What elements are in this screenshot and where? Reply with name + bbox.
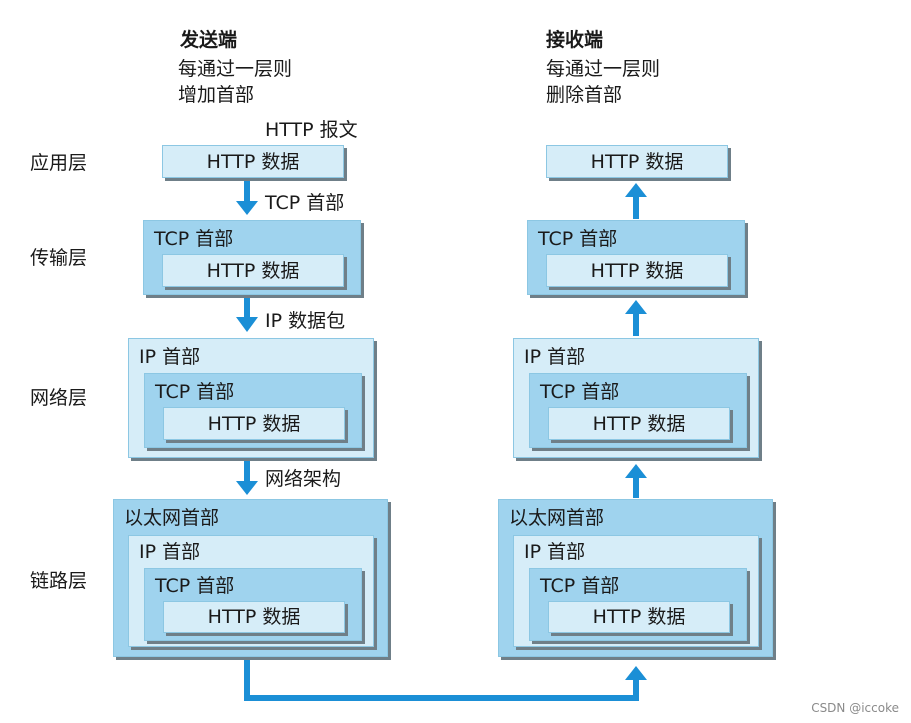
http-data-box: HTTP 数据 [548, 407, 730, 440]
receiver-transport-segment: TCP 首部 HTTP 数据 [527, 220, 745, 295]
ip-header-text: IP 首部 [139, 346, 201, 368]
http-data-box: HTTP 数据 [548, 601, 730, 633]
layer-link: 链路层 [30, 570, 88, 592]
tcp-segment-box: TCP 首部 HTTP 数据 [529, 373, 747, 448]
http-data-text: HTTP 数据 [592, 606, 686, 628]
http-data-text: HTTP 数据 [206, 150, 300, 173]
down-arrow-icon [236, 461, 258, 495]
sender-title: 发送端 [180, 29, 238, 51]
ip-header-text: IP 首部 [524, 541, 586, 563]
label-ip-packet: IP 数据包 [265, 310, 346, 332]
http-data-box: HTTP 数据 [546, 254, 728, 287]
receiver-network-packet: IP 首部 TCP 首部 HTTP 数据 [513, 338, 759, 458]
sender-transport-segment: TCP 首部 HTTP 数据 [143, 220, 361, 295]
ip-header-text: IP 首部 [139, 541, 201, 563]
sender-desc-line1: 每通过一层则 [178, 58, 293, 80]
label-network-frame: 网络架构 [265, 468, 342, 490]
connector-line [244, 660, 647, 701]
sender-desc-line2: 增加首部 [178, 84, 255, 106]
layer-network: 网络层 [30, 387, 88, 409]
http-data-box: HTTP 数据 [162, 254, 344, 287]
http-data-text: HTTP 数据 [207, 412, 301, 435]
layer-transport: 传输层 [30, 247, 88, 269]
http-data-text: HTTP 数据 [590, 259, 684, 282]
receiver-desc-line2: 删除首部 [546, 84, 623, 106]
ethernet-header-text: 以太网首部 [509, 507, 605, 529]
label-tcp-header: TCP 首部 [265, 192, 345, 214]
tcp-header-text: TCP 首部 [540, 381, 620, 403]
ethernet-header-text: 以太网首部 [124, 507, 220, 529]
tcp-segment-box: TCP 首部 HTTP 数据 [529, 568, 747, 641]
receiver-app-http-data: HTTP 数据 [546, 145, 728, 178]
layer-application: 应用层 [30, 152, 88, 174]
http-data-text: HTTP 数据 [207, 606, 301, 628]
tcp-header-text: TCP 首部 [540, 575, 620, 597]
ip-packet-box: IP 首部 TCP 首部 HTTP 数据 [128, 535, 374, 647]
sender-network-packet: IP 首部 TCP 首部 HTTP 数据 [128, 338, 374, 458]
receiver-desc-line1: 每通过一层则 [546, 58, 661, 80]
receiver-link-frame: 以太网首部 IP 首部 TCP 首部 HTTP 数据 [498, 499, 773, 657]
down-arrow-icon [236, 181, 258, 215]
http-data-text: HTTP 数据 [590, 150, 684, 173]
http-data-box: HTTP 数据 [163, 407, 345, 440]
ip-packet-box: IP 首部 TCP 首部 HTTP 数据 [513, 535, 759, 647]
tcp-header-text: TCP 首部 [538, 228, 618, 250]
http-data-text: HTTP 数据 [206, 259, 300, 282]
up-arrow-icon [625, 300, 647, 336]
tcp-header-text: TCP 首部 [155, 575, 235, 597]
watermark: CSDN @iccoke [811, 701, 899, 715]
ip-header-text: IP 首部 [524, 346, 586, 368]
tcp-header-text: TCP 首部 [155, 381, 235, 403]
tcp-segment-box: TCP 首部 HTTP 数据 [144, 568, 362, 641]
http-data-box: HTTP 数据 [163, 601, 345, 633]
down-arrow-icon [236, 298, 258, 332]
up-arrow-icon [625, 464, 647, 498]
http-data-text: HTTP 数据 [592, 412, 686, 435]
tcp-segment-box: TCP 首部 HTTP 数据 [144, 373, 362, 448]
tcp-header-text: TCP 首部 [154, 228, 234, 250]
sender-link-frame: 以太网首部 IP 首部 TCP 首部 HTTP 数据 [113, 499, 388, 657]
receiver-title: 接收端 [546, 29, 604, 51]
label-http-message: HTTP 报文 [265, 119, 358, 141]
up-arrow-icon [625, 183, 647, 219]
sender-app-http-data: HTTP 数据 [162, 145, 344, 178]
